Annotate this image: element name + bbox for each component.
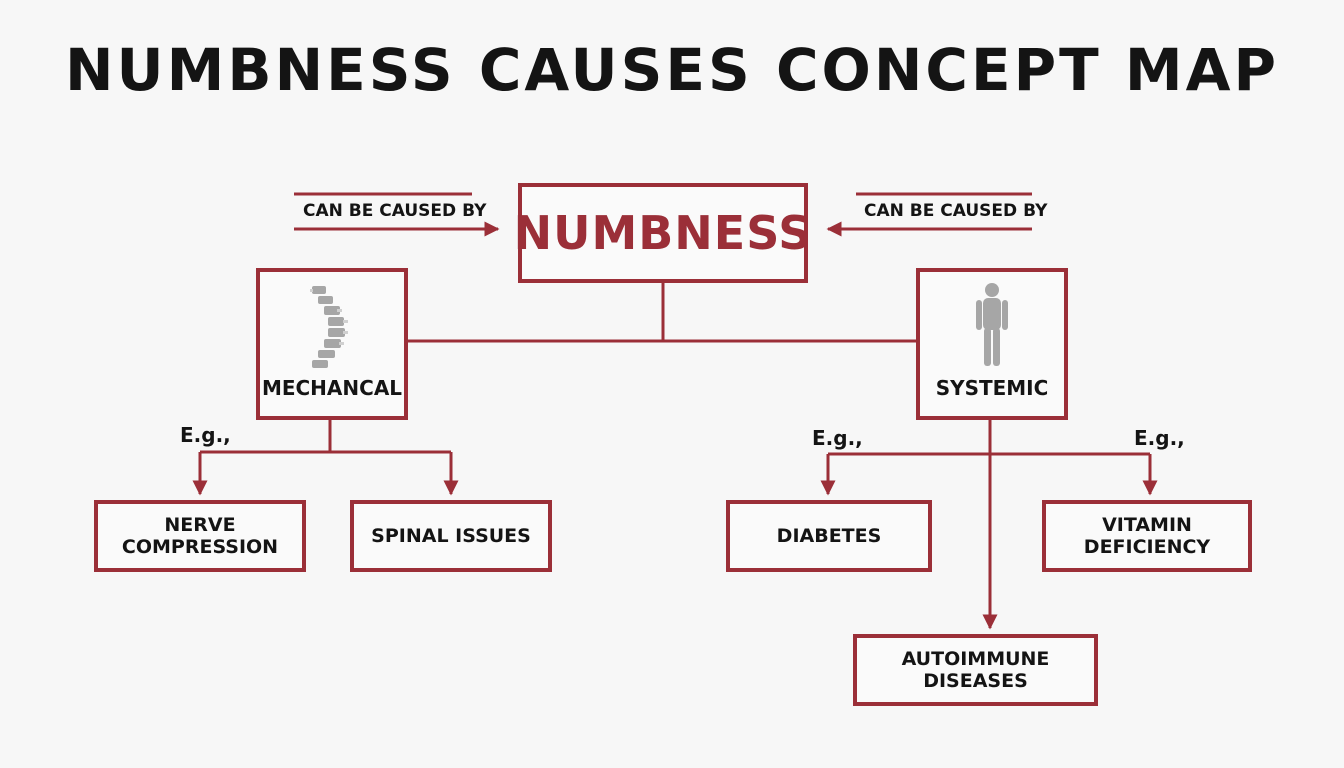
example-node-nerve-compression: NERVE COMPRESSION xyxy=(94,500,306,572)
example-node-label: NERVE COMPRESSION xyxy=(121,514,279,558)
example-label-systemic-right: E.g., xyxy=(1134,426,1185,450)
root-node-numbness: NUMBNESS xyxy=(514,183,811,283)
category-node-mechanical: MECHANCAL xyxy=(256,268,408,420)
example-node-diabetes: DIABETES xyxy=(726,500,932,572)
example-node-vitamin-deficiency: VITAMIN DEFICIENCY xyxy=(1042,500,1252,572)
example-node-label: AUTOIMMUNE DISEASES xyxy=(901,648,1050,692)
category-label-mechanical: MECHANCAL xyxy=(261,376,403,400)
category-node-systemic: SYSTEMIC xyxy=(916,268,1068,420)
example-label-systemic-left: E.g., xyxy=(812,426,863,450)
example-node-label: DIABETES xyxy=(776,525,882,547)
example-label-mechanical: E.g., xyxy=(180,423,231,447)
human-body-icon xyxy=(976,283,1008,366)
link-label-right: CAN BE CAUSED BY xyxy=(864,201,1048,221)
category-label-systemic: SYSTEMIC xyxy=(935,376,1049,400)
link-label-left: CAN BE CAUSED BY xyxy=(303,201,487,221)
spine-icon xyxy=(310,286,348,368)
page-title: NUMBNESS CAUSES CONCEPT MAP xyxy=(65,36,1279,104)
example-node-spinal-issues: SPINAL ISSUES xyxy=(350,500,552,572)
example-node-label: SPINAL ISSUES xyxy=(371,525,531,547)
example-node-label: VITAMIN DEFICIENCY xyxy=(1083,514,1211,558)
root-node-label: NUMBNESS xyxy=(513,206,813,260)
example-node-autoimmune-diseases: AUTOIMMUNE DISEASES xyxy=(853,634,1098,706)
